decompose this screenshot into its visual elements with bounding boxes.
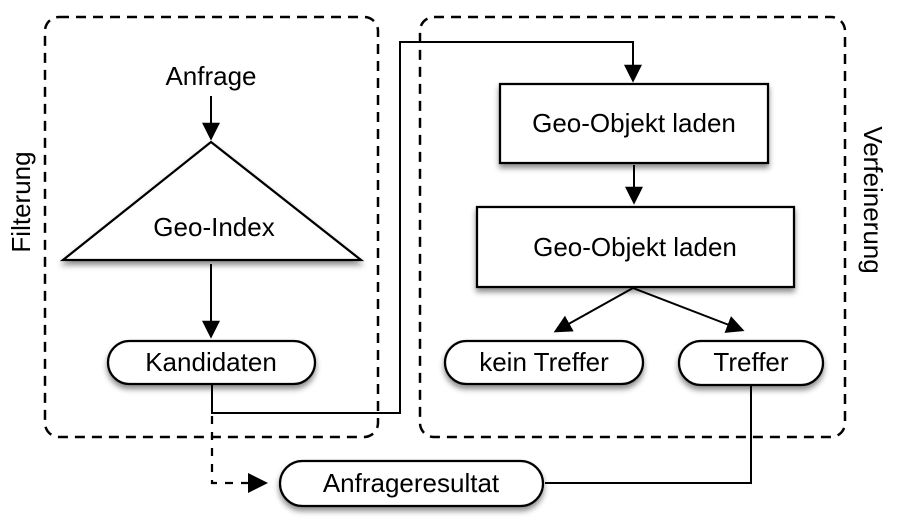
verfeinerung-group-box [418, 15, 847, 439]
edge-treffer-to-anfrageresultat [545, 386, 752, 484]
treffer-node [677, 339, 825, 387]
edge-kandidaten-to-anfrageresultat [210, 416, 269, 494]
geo-index-label: Geo-Index [153, 212, 274, 242]
verfeinerung-group-label: Verfeinerung [858, 126, 888, 273]
filterung-group-label: Filterung [6, 151, 36, 252]
edge-kandidaten-to-geoobjekt1 [211, 41, 642, 414]
edge-geoobjekt2-to-treffer [632, 287, 745, 333]
anfrageresultat-node [278, 459, 545, 508]
kein-treffer-node [443, 339, 645, 386]
geo-objekt-laden-1-node [498, 82, 770, 165]
geo-objekt-laden-2-label: Geo-Objekt laden [533, 232, 737, 262]
geo-objekt-laden-1-label: Geo-Objekt laden [532, 108, 736, 138]
kein-treffer-label: kein Treffer [479, 347, 609, 377]
edge-geoobjekt2-to-keintreffer [553, 287, 634, 333]
geo-index-triangle [59, 140, 365, 262]
geo-objekt-laden-2-node [475, 205, 796, 289]
anfrageresultat-label: Anfrageresultat [323, 468, 500, 498]
anfrage-label: Anfrage [165, 61, 256, 91]
kandidaten-node [106, 339, 317, 386]
treffer-label: Treffer [713, 347, 788, 377]
kandidaten-label: Kandidaten [145, 347, 277, 377]
